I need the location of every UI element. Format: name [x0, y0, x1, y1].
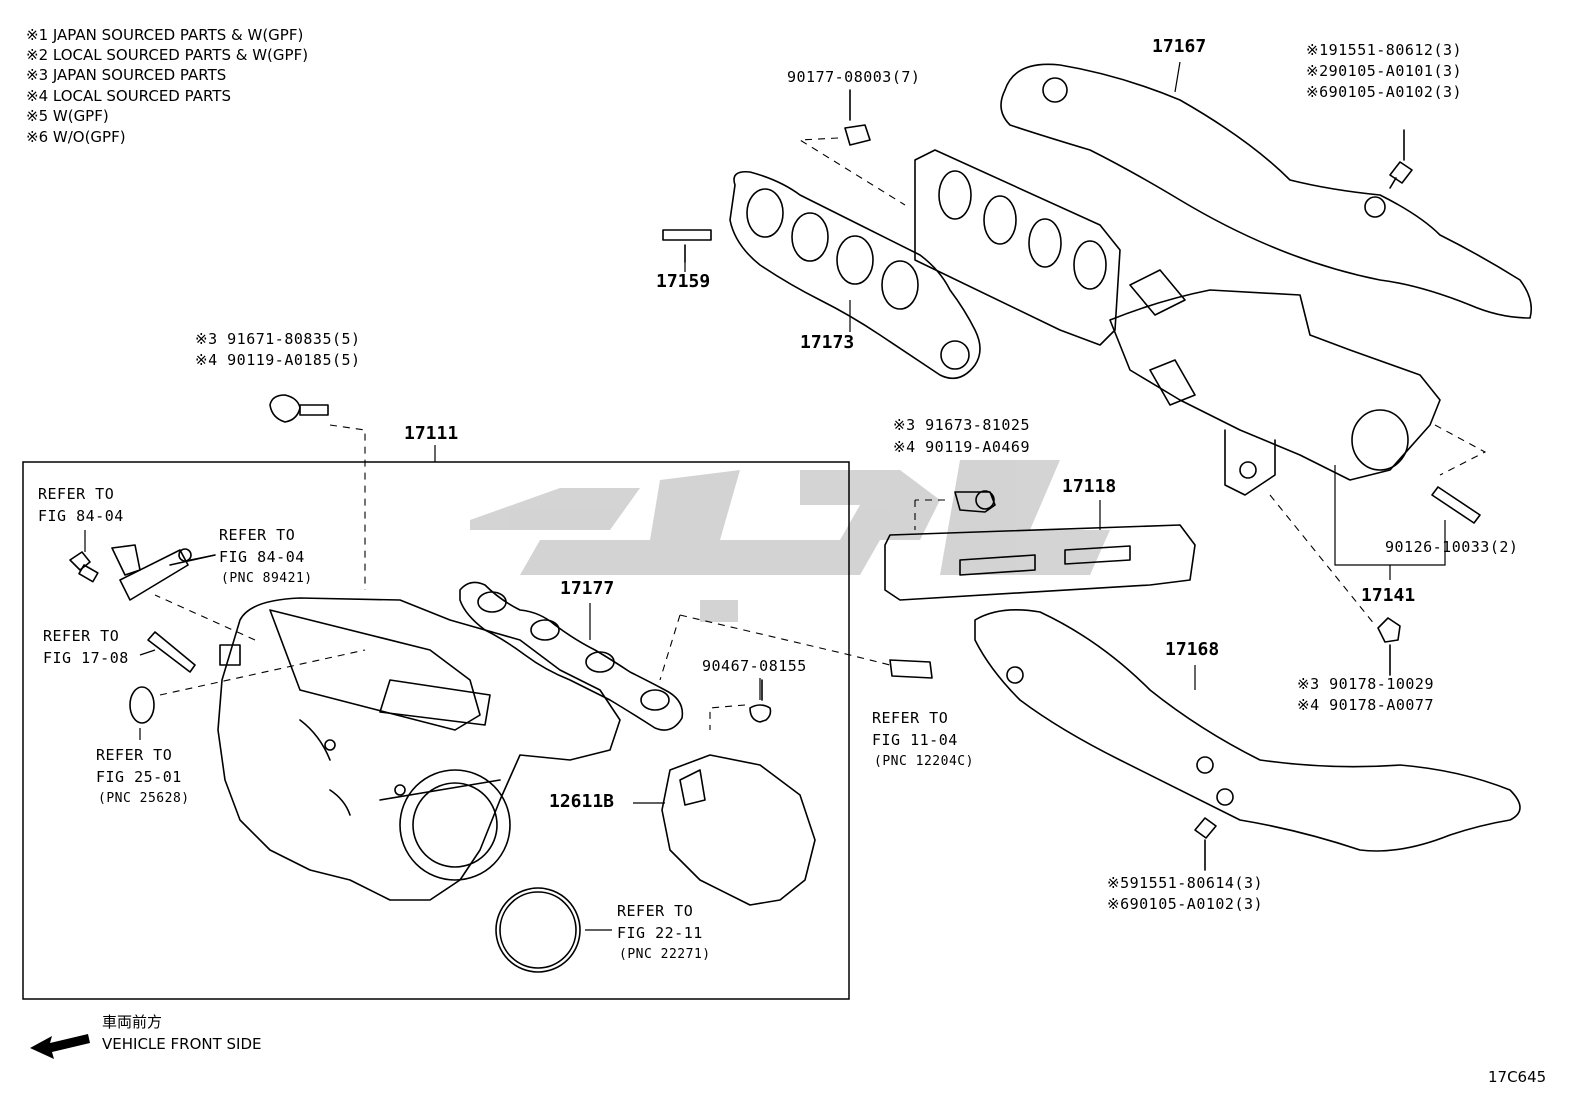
part-number-17173[interactable]: 17173 — [800, 332, 855, 353]
legend-item: ※2 LOCAL SOURCED PARTS & W(GPF) — [26, 46, 309, 64]
part-number-17111[interactable]: 17111 — [404, 423, 459, 444]
part-number-690105[interactable]: ※690105-A0102(3) — [1306, 83, 1463, 101]
watermark-logo — [470, 460, 1110, 622]
part-number-90126[interactable]: 90126-10033(2) — [1385, 538, 1519, 556]
intake-manifold-17111 — [217, 597, 621, 901]
pipe-12204C — [889, 659, 933, 679]
part-number-17177[interactable]: 17177 — [560, 578, 615, 599]
front-arrow-icon — [30, 1034, 90, 1059]
part-number-17168[interactable]: 17168 — [1165, 639, 1220, 660]
refer-to-pnc: (PNC 89421) — [221, 571, 313, 586]
nut-90177 — [844, 89, 871, 146]
sensor-89421 — [111, 544, 216, 601]
part-number-17141[interactable]: 17141 — [1361, 585, 1416, 606]
front-label-en: VEHICLE FRONT SIDE — [102, 1035, 262, 1053]
bolt-191551 — [1389, 129, 1413, 189]
stud-17159 — [662, 229, 712, 263]
part-number-90119-a0469[interactable]: ※4 90119-A0469 — [893, 438, 1030, 456]
figure-id: 17C645 — [1488, 1068, 1547, 1086]
part-number-90178[interactable]: ※3 90178-10029 — [1297, 675, 1434, 693]
refer-to-fig[interactable]: FIG 22-11 — [617, 924, 703, 942]
refer-to-fig[interactable]: FIG 11-04 — [872, 731, 958, 749]
insulator-12611B — [661, 754, 816, 906]
part-number-91673[interactable]: ※3 91673-81025 — [893, 416, 1030, 434]
part-number-191551[interactable]: ※191551-80612(3) — [1306, 41, 1463, 59]
refer-to-fig[interactable]: FIG 84-04 — [219, 548, 305, 566]
exhaust-manifold — [914, 149, 1441, 496]
nut-90178 — [1377, 617, 1401, 676]
refer-to-label[interactable]: REFER TO — [872, 709, 949, 727]
legend-item: ※4 LOCAL SOURCED PARTS — [26, 87, 231, 105]
gasket-17177 — [459, 581, 684, 731]
part-number-17159[interactable]: 17159 — [656, 271, 711, 292]
front-label-jp: 車両前方 — [102, 1013, 163, 1031]
legend-item: ※1 JAPAN SOURCED PARTS & W(GPF) — [26, 26, 304, 44]
bracket-17118 — [884, 490, 1196, 601]
part-number-90178-a0077[interactable]: ※4 90178-A0077 — [1297, 696, 1434, 714]
part-number-591551[interactable]: ※591551-80614(3) — [1107, 874, 1264, 892]
part-number-90119[interactable]: ※4 90119-A0185(5) — [195, 351, 361, 369]
part-number-90177[interactable]: 90177-08003(7) — [787, 68, 921, 86]
bolt-84-04 — [69, 551, 99, 583]
assembly-box-17111 — [22, 461, 850, 1000]
gasket-17173 — [729, 170, 981, 380]
refer-to-label[interactable]: REFER TO — [617, 902, 694, 920]
bolt-591551 — [1194, 817, 1217, 871]
refer-to-fig[interactable]: FIG 17-08 — [43, 649, 129, 667]
part-number-290105[interactable]: ※290105-A0101(3) — [1306, 62, 1463, 80]
refer-to-pnc: (PNC 22271) — [619, 947, 711, 962]
gasket-22271 — [495, 887, 581, 973]
hose-17-08 — [147, 631, 196, 673]
refer-to-label[interactable]: REFER TO — [219, 526, 296, 544]
part-number-12611B[interactable]: 12611B — [549, 791, 615, 812]
legend-item: ※3 JAPAN SOURCED PARTS — [26, 66, 227, 84]
clamp-25628 — [129, 686, 155, 724]
clip-90467 — [749, 679, 772, 723]
legend-item: ※5 W(GPF) — [26, 107, 109, 125]
refer-to-pnc: (PNC 25628) — [98, 791, 190, 806]
part-number-90467[interactable]: 90467-08155 — [702, 657, 807, 675]
refer-to-label[interactable]: REFER TO — [96, 746, 173, 764]
part-number-17118[interactable]: 17118 — [1062, 476, 1117, 497]
legend-item: ※6 W/O(GPF) — [26, 128, 126, 146]
refer-to-fig[interactable]: FIG 25-01 — [96, 768, 182, 786]
part-number-690105-b[interactable]: ※690105-A0102(3) — [1107, 895, 1264, 913]
refer-to-pnc: (PNC 12204C) — [874, 754, 974, 769]
part-number-17167[interactable]: 17167 — [1152, 36, 1207, 57]
heat-insulator-17168 — [974, 608, 1521, 852]
refer-to-fig[interactable]: FIG 84-04 — [38, 507, 124, 525]
bolt-91671 — [269, 394, 329, 423]
refer-to-label[interactable]: REFER TO — [43, 627, 120, 645]
stud-90126 — [1431, 486, 1481, 524]
heat-insulator-17167 — [1000, 63, 1533, 319]
part-number-91671[interactable]: ※3 91671-80835(5) — [195, 330, 361, 348]
refer-to-label[interactable]: REFER TO — [38, 485, 115, 503]
